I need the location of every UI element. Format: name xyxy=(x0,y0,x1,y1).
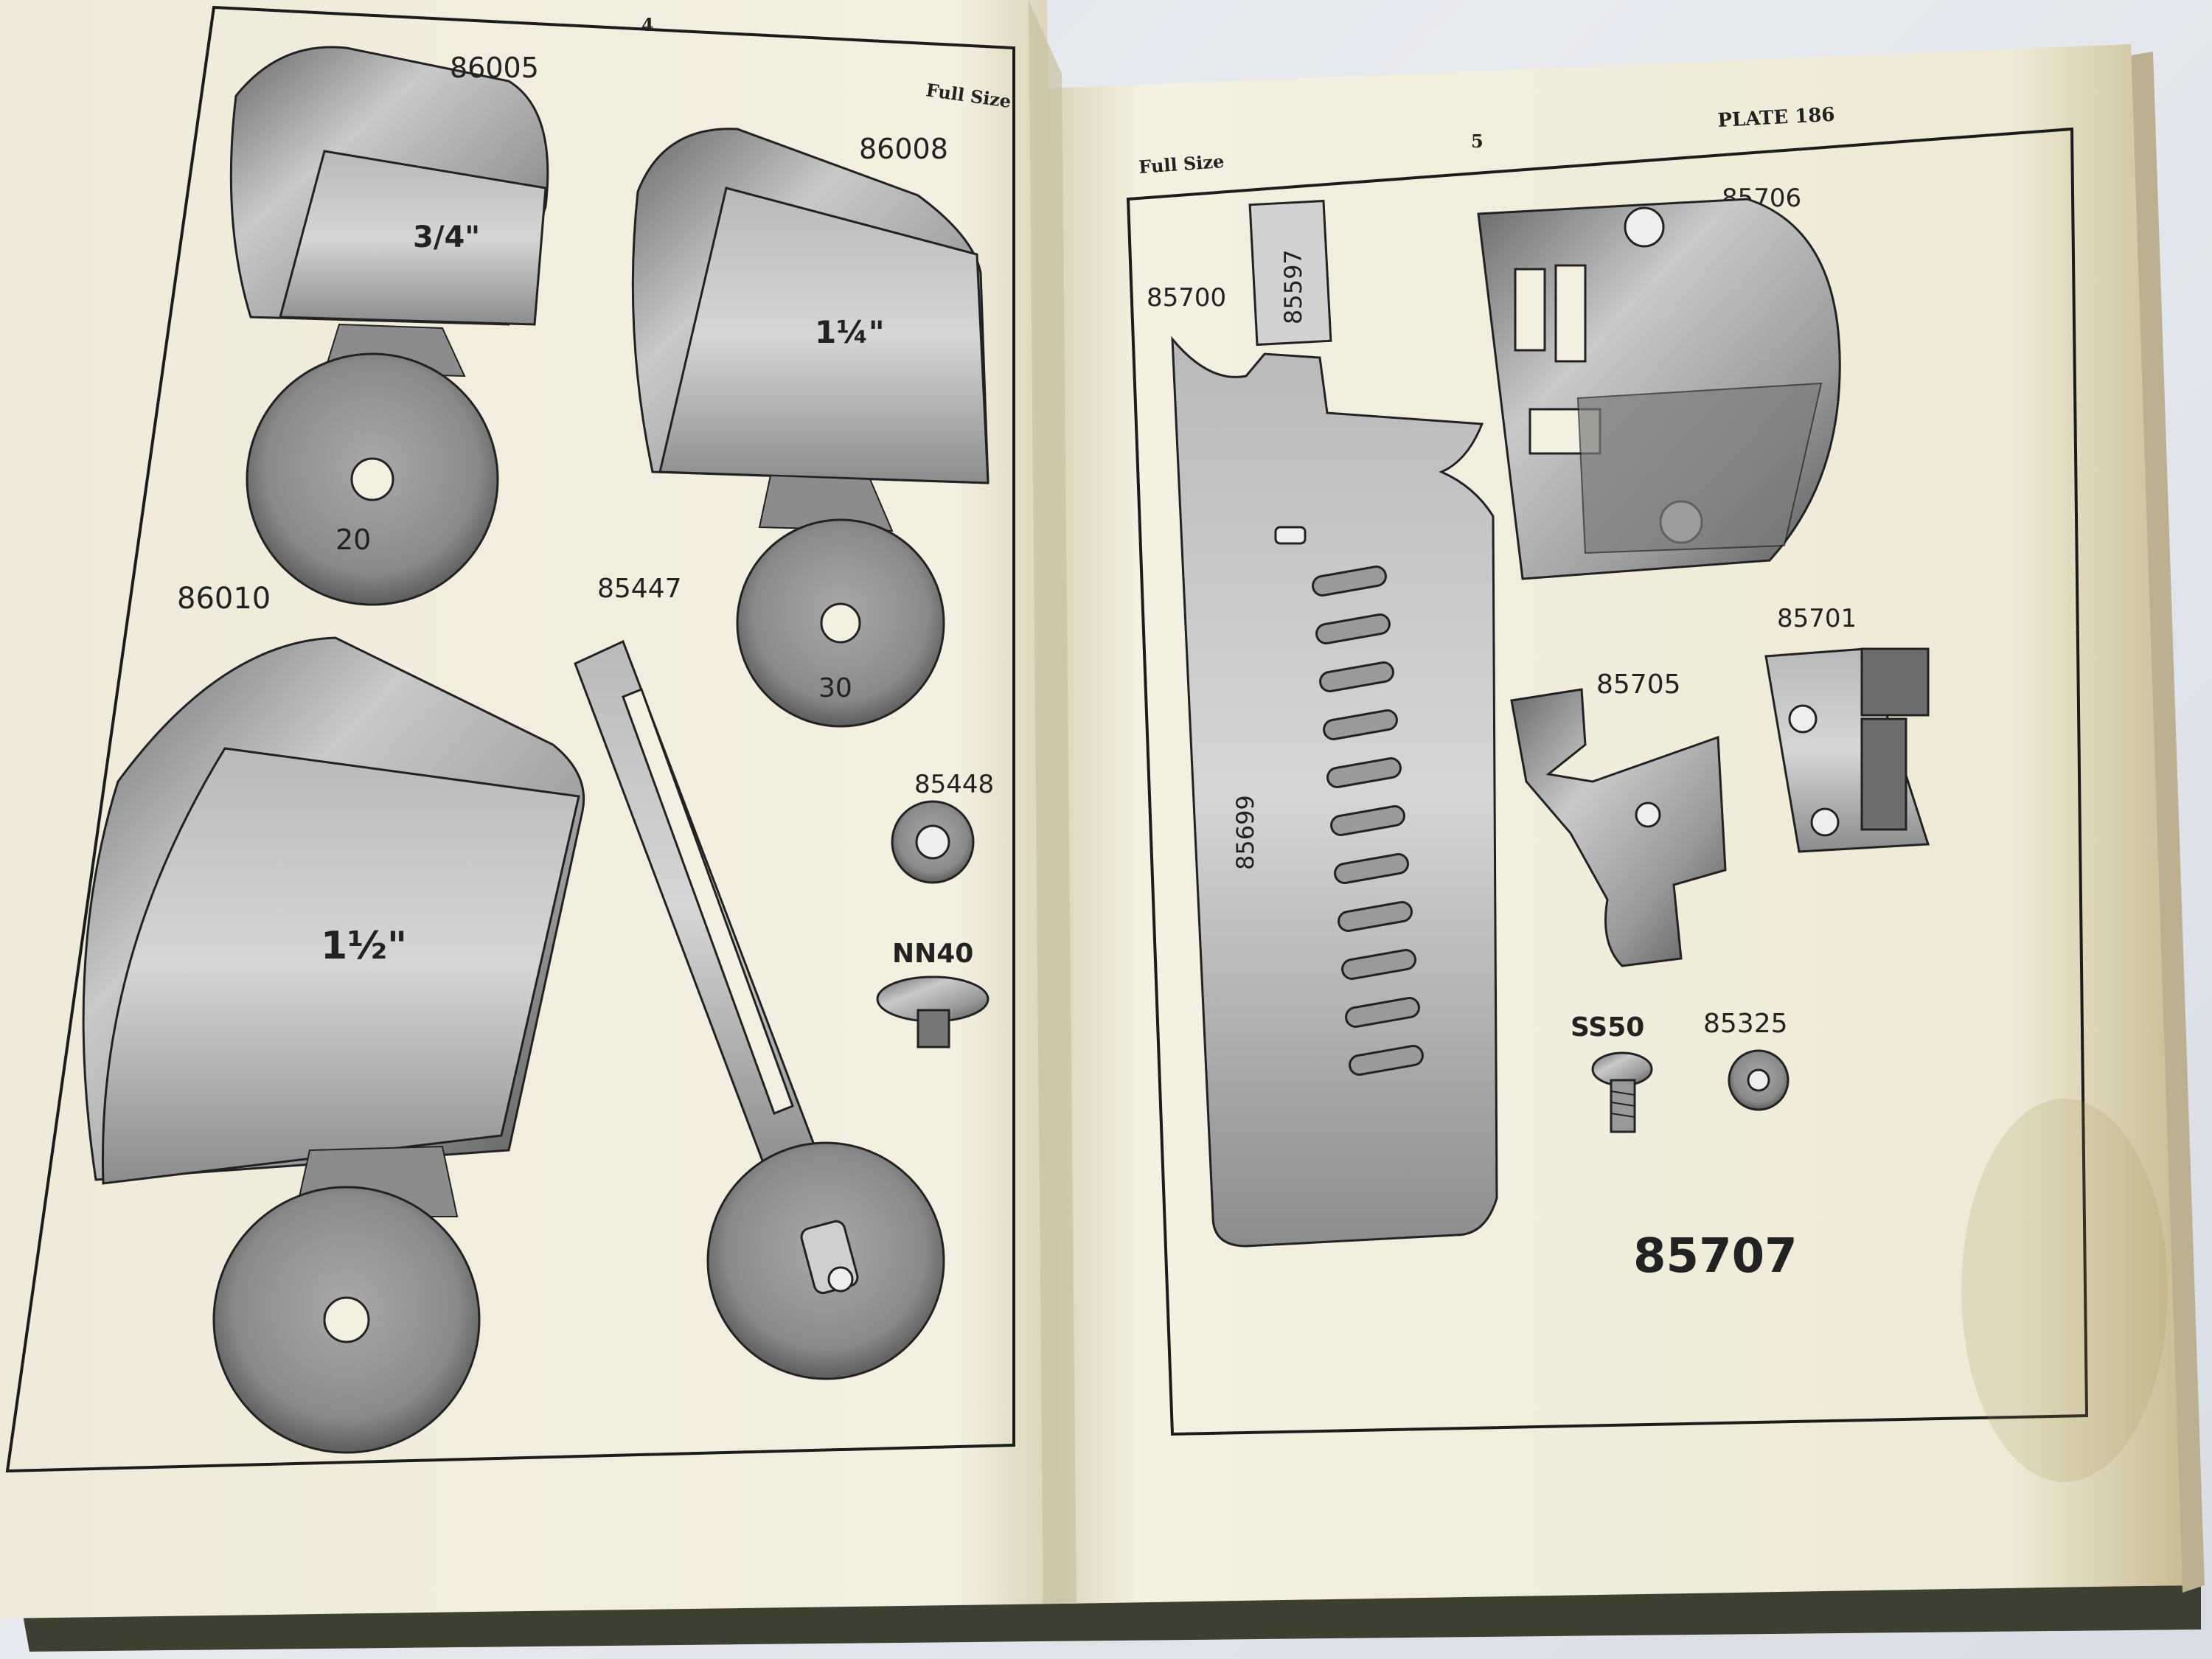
binder-86008-size: 1¼" xyxy=(815,314,885,350)
label-86010: 86010 xyxy=(177,582,271,616)
feed-plate-slots xyxy=(1312,566,1424,1076)
binder-86008: 1¼" 30 xyxy=(631,128,990,728)
screw-ss50 xyxy=(1591,1051,1653,1133)
gutter-shadow xyxy=(1029,0,1077,1604)
label-85448: 85448 xyxy=(914,770,994,799)
book-cover xyxy=(22,1585,2201,1652)
part-85699-stamp: 85699 xyxy=(1231,795,1259,870)
washer-85448 xyxy=(891,800,975,884)
label-85447: 85447 xyxy=(597,574,682,604)
label-ss50: SS50 xyxy=(1571,1012,1644,1043)
label-85325: 85325 xyxy=(1703,1009,1788,1039)
feed-plate-85699: 85597 85699 xyxy=(1171,199,1498,1248)
throat-plate-85706 xyxy=(1477,198,1841,580)
book-cover-edge xyxy=(2131,52,2205,1593)
feed-dog-85701 xyxy=(1764,647,1930,853)
knob-nn40 xyxy=(876,975,990,1048)
part-85597-stamp: 85597 xyxy=(1279,249,1307,324)
label-86008: 86008 xyxy=(859,133,948,165)
slotted-arm-85447 xyxy=(574,639,945,1380)
left-plate-frame xyxy=(5,5,1015,1473)
left-page-number: 4 xyxy=(641,14,654,35)
right-plate-frame xyxy=(1126,127,2089,1436)
page-stain xyxy=(1961,1099,2168,1482)
right-page-number: 5 xyxy=(1471,131,1484,152)
binder-86008-disc-number: 30 xyxy=(818,673,852,703)
label-85701: 85701 xyxy=(1777,604,1857,633)
binder-86005-size: 3/4" xyxy=(413,220,480,254)
label-86005: 86005 xyxy=(450,52,539,84)
binder-86010-size: 1½" xyxy=(321,924,407,968)
label-nn40: NN40 xyxy=(892,939,973,969)
presser-foot-85705 xyxy=(1510,688,1727,967)
label-85707: 85707 xyxy=(1633,1229,1798,1284)
washer-85325 xyxy=(1728,1049,1790,1111)
binder-86005: 3/4" 20 xyxy=(229,46,549,606)
label-85705: 85705 xyxy=(1596,669,1681,700)
label-85700: 85700 xyxy=(1147,283,1226,313)
binder-86010: 1½" xyxy=(82,636,585,1454)
binder-86005-disc-number: 20 xyxy=(335,524,371,556)
